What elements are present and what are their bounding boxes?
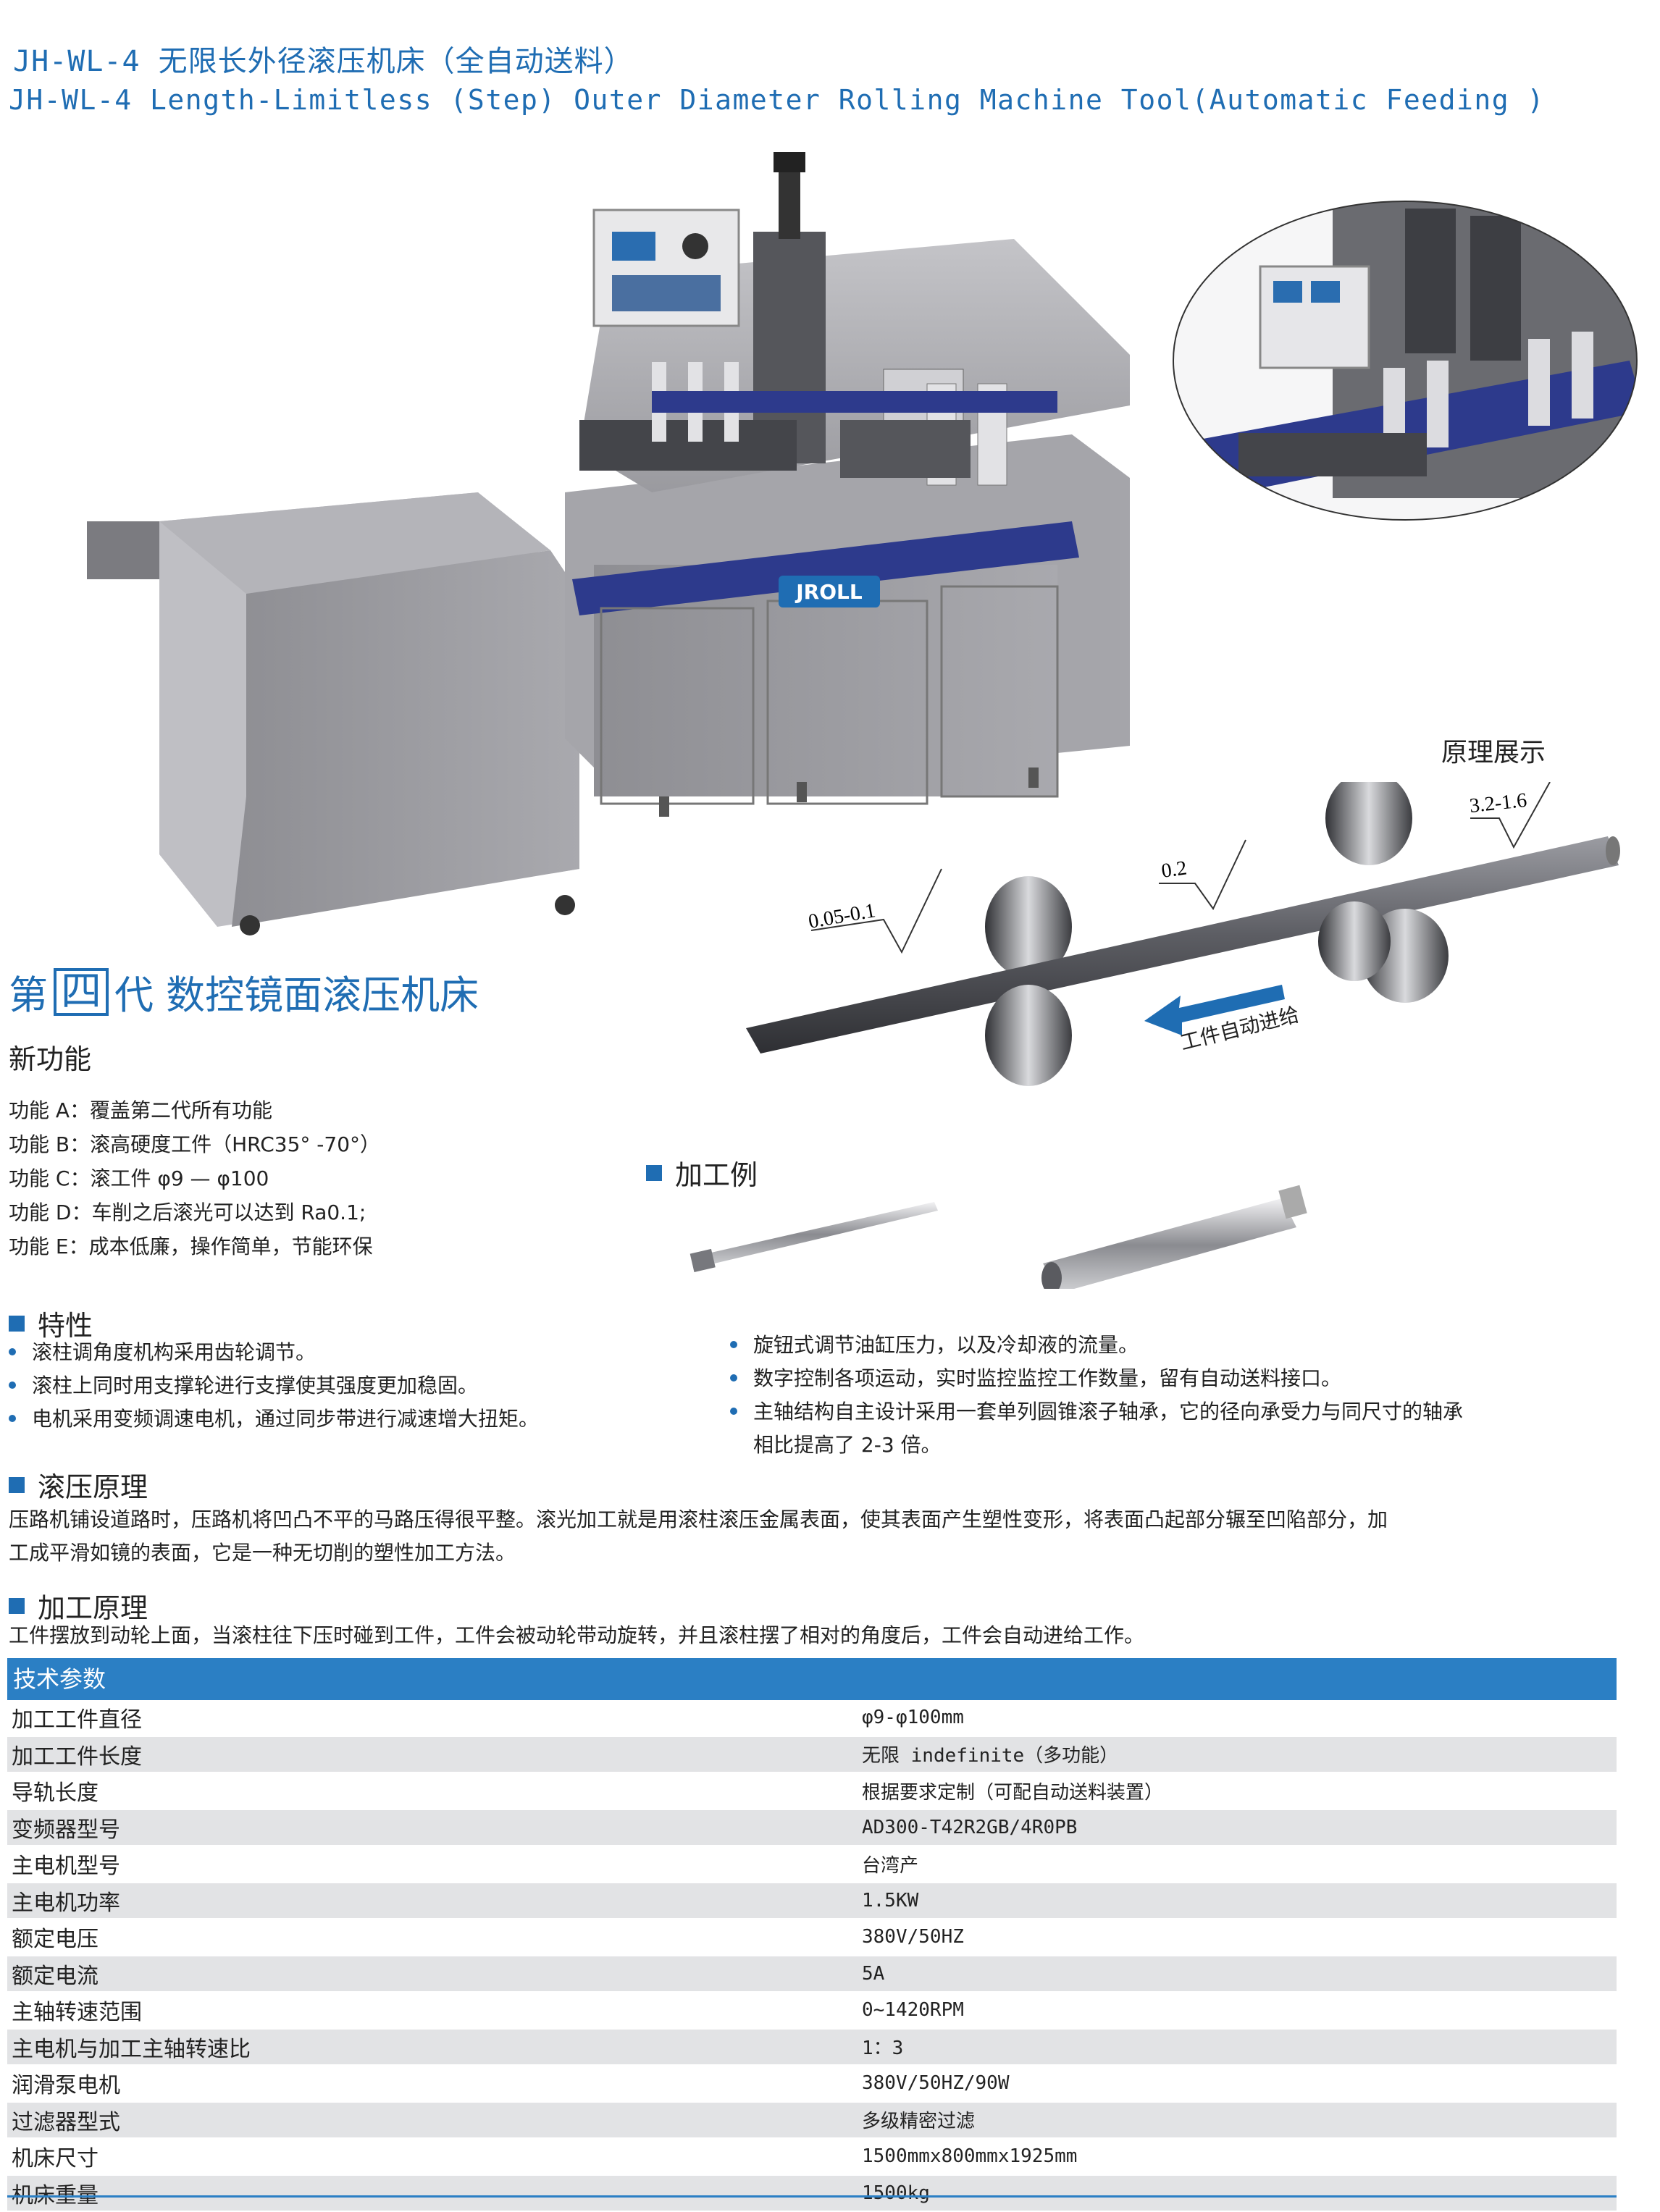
rolling-principle-heading: 滚压原理 xyxy=(9,1465,148,1505)
function-list: 功能 A：覆盖第二代所有功能 功能 B：滚高硬度工件（HRC35° -70°） … xyxy=(9,1093,380,1263)
spec-value: 380V/50HZ/90W xyxy=(862,2072,1010,2094)
spec-value: 1：3 xyxy=(862,2033,903,2060)
bottom-divider xyxy=(7,2195,1617,2198)
spec-key: 主电机型号 xyxy=(7,1848,862,1880)
table-row: 过滤器型式多级精密过滤 xyxy=(7,2103,1617,2140)
spec-value: 1500mmx800mmx1925mm xyxy=(862,2145,1077,2167)
spec-key: 额定电流 xyxy=(7,1958,862,1990)
roughness-2: 0.2 xyxy=(1160,857,1189,883)
rolling-principle-line: 压路机铺设道路时，压路机将凹凸不平的马路压得很平整。滚光加工就是用滚柱滚压金属表… xyxy=(9,1503,1388,1536)
generation-title: 第 四 代 数控镜面滚压机床 xyxy=(9,963,479,1020)
section-square-icon xyxy=(9,1316,25,1332)
specs-heading: 技术参数 xyxy=(7,1658,1617,1700)
spec-value: 根据要求定制（可配自动送料装置） xyxy=(862,1778,1163,1804)
section-square-icon xyxy=(646,1165,662,1181)
spec-value: φ9-φ100mm xyxy=(862,1707,964,1728)
spec-value: 1.5KW xyxy=(862,1890,918,1912)
section-square-icon xyxy=(9,1598,25,1614)
spec-key: 变频器型号 xyxy=(7,1812,862,1843)
spec-key: 机床尺寸 xyxy=(7,2140,862,2172)
table-row: 主电机型号台湾产 xyxy=(7,1846,1617,1883)
spec-value: 380V/50HZ xyxy=(862,1926,964,1948)
feature-item: 电机采用变频调速电机，通过同步带进行减速增大扭矩。 xyxy=(3,1403,539,1436)
spec-key: 加工工件长度 xyxy=(7,1738,862,1770)
feature-item-continued-text: 相比提高了 2-3 倍。 xyxy=(753,1433,942,1457)
generation-suffix: 代 数控镜面滚压机床 xyxy=(114,963,479,1020)
example-parts-illustration xyxy=(681,1158,1333,1289)
section-square-icon xyxy=(9,1477,25,1493)
function-item: 功能 D：车削之后滚光可以达到 Ra0.1; xyxy=(9,1195,380,1229)
generation-prefix: 第 xyxy=(9,963,48,1020)
spec-value: AD300-T42R2GB/4R0PB xyxy=(862,1817,1077,1838)
feature-item: 滚柱上同时用支撑轮进行支撑使其强度更加稳固。 xyxy=(3,1369,539,1403)
feature-item: 旋钮式调节油缸压力，以及冷却液的流量。 xyxy=(724,1329,1463,1362)
features-right: 旋钮式调节油缸压力，以及冷却液的流量。 数字控制各项运动，实时监控监控工作数量，… xyxy=(724,1329,1463,1462)
function-item: 功能 B：滚高硬度工件（HRC35° -70°） xyxy=(9,1127,380,1161)
features-left: 滚柱调角度机构采用齿轮调节。 滚柱上同时用支撑轮进行支撑使其强度更加稳固。 电机… xyxy=(3,1336,539,1436)
spec-value: 0~1420RPM xyxy=(862,1999,964,2021)
processing-principle-text: 工件摆放到动轮上面，当滚柱往下压时碰到工件，工件会被动轮带动旋转，并且滚柱摆了相… xyxy=(9,1619,1144,1652)
rolling-principle-text: 压路机铺设道路时，压路机将凹凸不平的马路压得很平整。滚光加工就是用滚柱滚压金属表… xyxy=(9,1503,1388,1570)
feature-item: 滚柱调角度机构采用齿轮调节。 xyxy=(3,1336,539,1369)
new-functions-heading: 新功能 xyxy=(9,1037,91,1077)
spec-value: 多级精密过滤 xyxy=(862,2106,975,2133)
spec-value: 无限 indefinite（多功能） xyxy=(862,1741,1118,1767)
spec-value: 1500kg xyxy=(862,2182,930,2204)
title-en: JH-WL-4 Length-Limitless (Step) Outer Di… xyxy=(9,84,1545,116)
spec-key: 主电机与加工主轴转速比 xyxy=(7,2031,862,2063)
spec-key: 机床重量 xyxy=(7,2177,862,2209)
spec-key: 额定电压 xyxy=(7,1921,862,1953)
spec-value: 5A xyxy=(862,1963,884,1985)
spec-key: 主电机功率 xyxy=(7,1885,862,1917)
rolling-principle-line: 工成平滑如镜的表面，它是一种无切削的塑性加工方法。 xyxy=(9,1536,1388,1570)
table-row: 加工工件长度无限 indefinite（多功能） xyxy=(7,1737,1617,1774)
title-cn: JH-WL-4 无限长外径滚压机床（全自动送料） xyxy=(13,38,634,80)
spec-key: 过滤器型式 xyxy=(7,2104,862,2136)
feature-item: 数字控制各项运动，实时监控监控工作数量，留有自动送料接口。 xyxy=(724,1362,1463,1395)
spec-value: 台湾产 xyxy=(862,1851,918,1877)
table-row: 导轨长度根据要求定制（可配自动送料装置） xyxy=(7,1773,1617,1810)
principle-diagram: 0.05-0.1 0.2 3.2-1.6 xyxy=(732,782,1630,1101)
feature-item-continued: 相比提高了 2-3 倍。 xyxy=(724,1429,1463,1462)
rolling-principle-heading-text: 滚压原理 xyxy=(38,1465,148,1505)
roughness-3: 3.2-1.6 xyxy=(1468,789,1527,817)
detail-zoom-illustration xyxy=(1166,194,1644,527)
spec-key: 加工工件直径 xyxy=(7,1702,862,1733)
spec-key: 导轨长度 xyxy=(7,1775,862,1807)
function-item: 功能 C：滚工件 φ9 — φ100 xyxy=(9,1161,380,1195)
generation-boxed: 四 xyxy=(54,968,109,1016)
spec-key: 主轴转速范围 xyxy=(7,1994,862,2026)
machine-logo: JROLL xyxy=(795,580,863,604)
roughness-1: 0.05-0.1 xyxy=(807,899,877,933)
function-item: 功能 A：覆盖第二代所有功能 xyxy=(9,1093,380,1127)
spec-key: 润滑泵电机 xyxy=(7,2067,862,2099)
feature-item: 主轴结构自主设计采用一套单列圆锥滚子轴承，它的径向承受力与同尺寸的轴承 xyxy=(724,1395,1463,1429)
function-item: 功能 E：成本低廉，操作简单，节能环保 xyxy=(9,1229,380,1263)
principle-label: 原理展示 xyxy=(1441,731,1546,769)
